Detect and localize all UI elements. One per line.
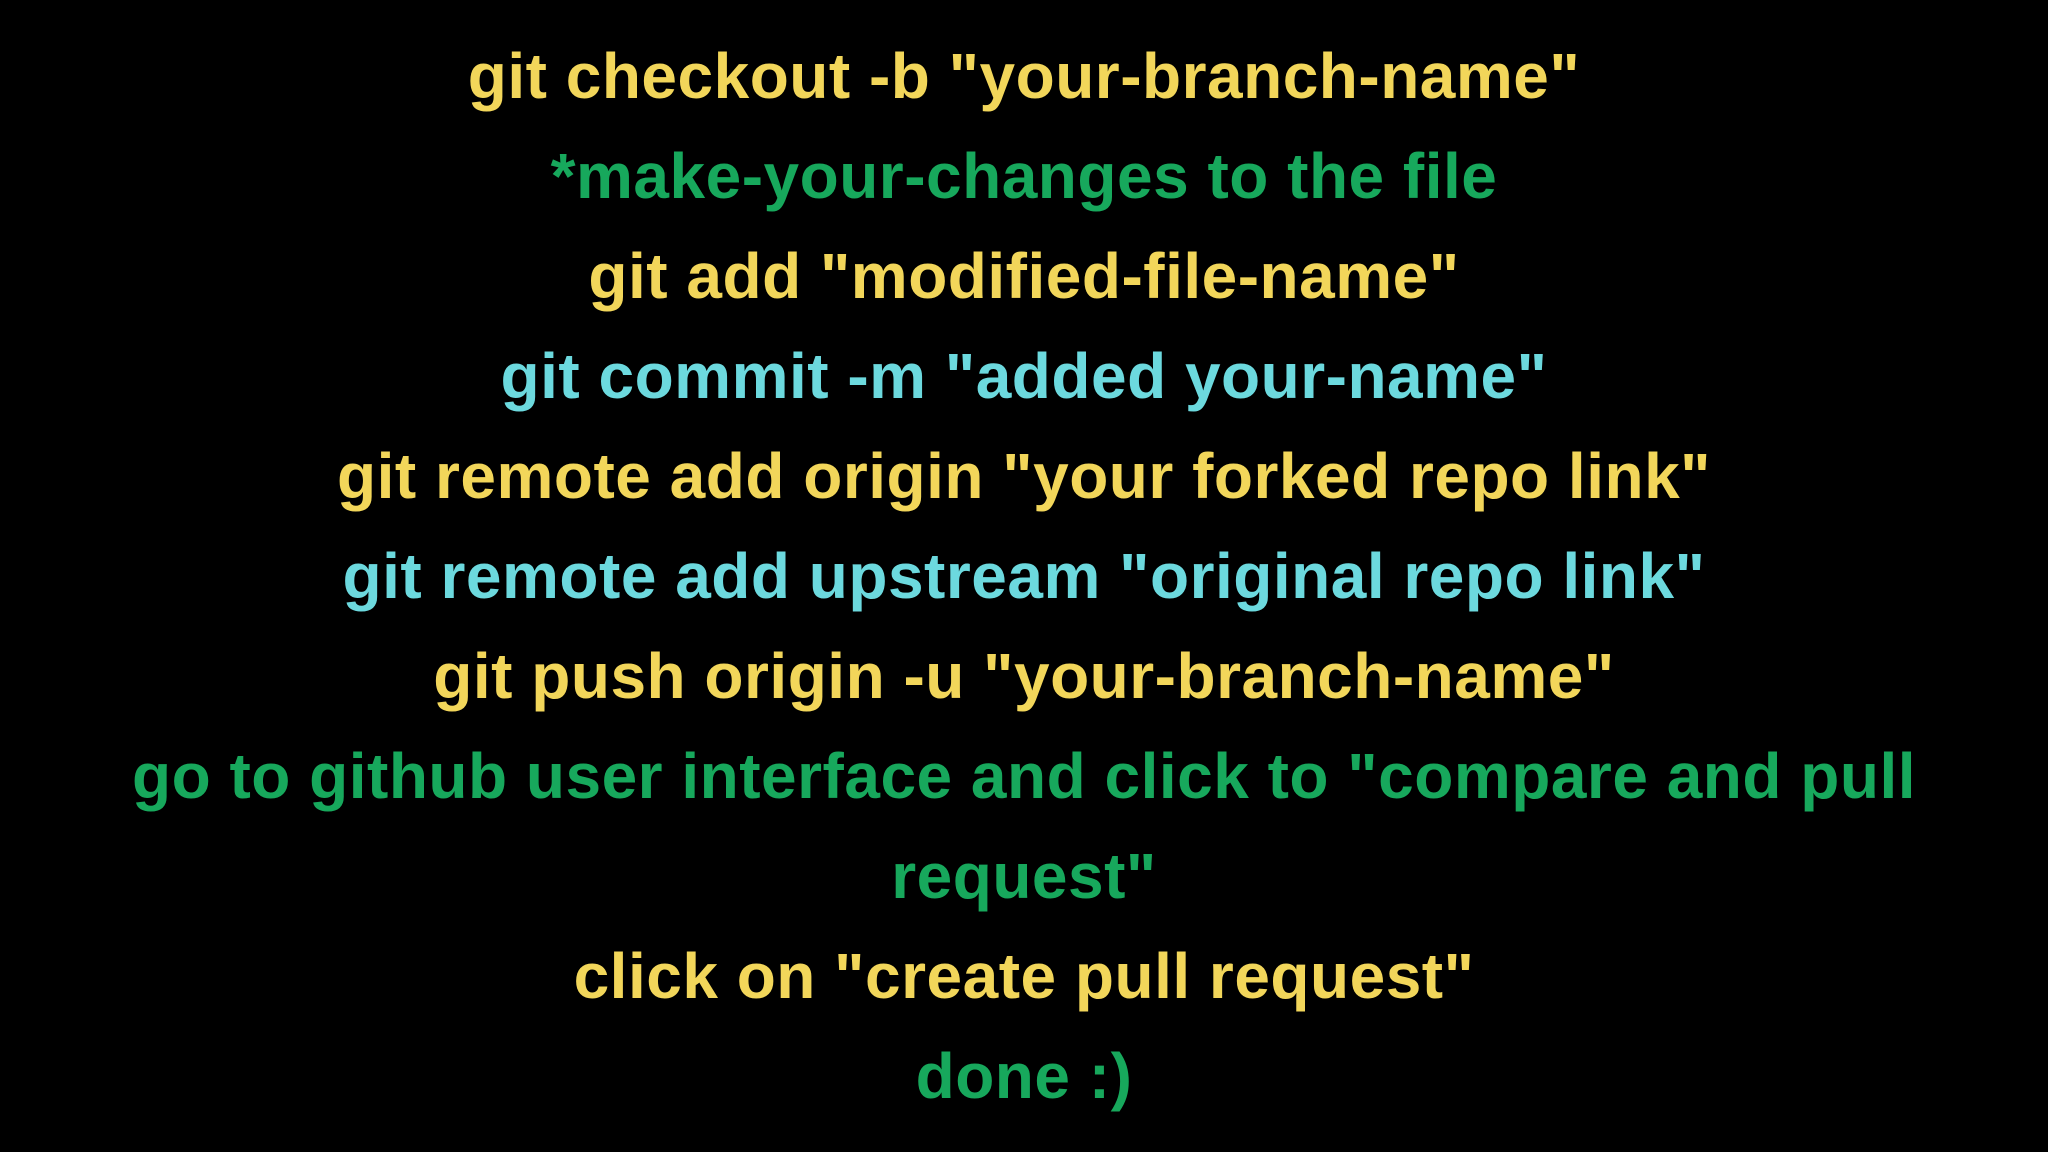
instruction-line-done: done :) <box>915 1040 1133 1112</box>
instruction-line-create-pr: click on "create pull request" <box>573 940 1475 1012</box>
instruction-line-remote-origin: git remote add origin "your forked repo … <box>337 440 1711 512</box>
instruction-line-add: git add "modified-file-name" <box>588 240 1460 312</box>
instruction-line-push: git push origin -u "your-branch-name" <box>433 640 1615 712</box>
instruction-line-compare-pr: go to github user interface and click to… <box>131 740 1917 912</box>
instruction-line-checkout: git checkout -b "your-branch-name" <box>467 40 1581 112</box>
instruction-line-make-changes: *make-your-changes to the file <box>550 140 1498 212</box>
instruction-line-commit: git commit -m "added your-name" <box>500 340 1548 412</box>
instruction-line-remote-upstream: git remote add upstream "original repo l… <box>342 540 1706 612</box>
